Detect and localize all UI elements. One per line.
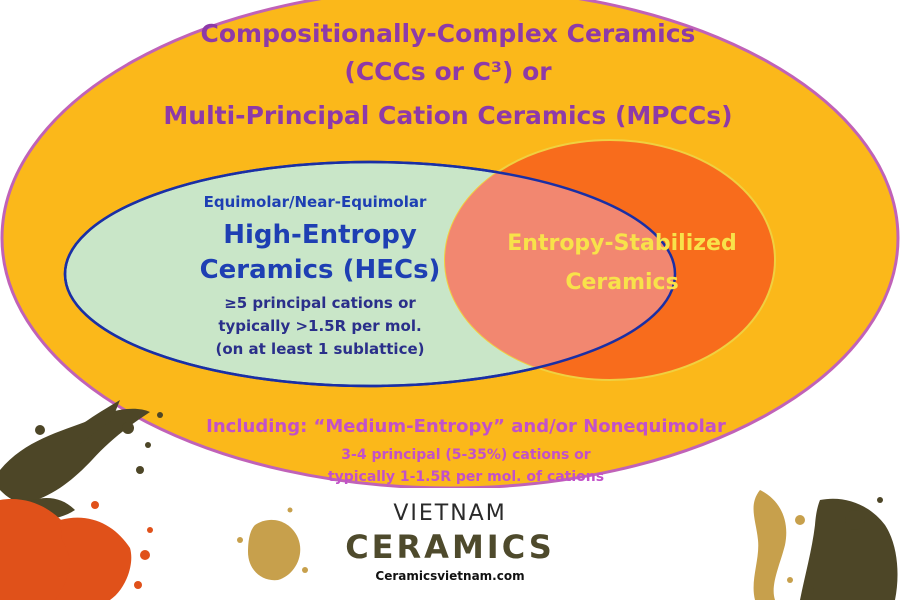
outer-title-line3: Multi-Principal Cation Ceramics (MPCCs): [163, 101, 732, 130]
paint-splash-left: [0, 400, 163, 600]
brand-logo: VIETNAM CERAMICS Ceramicsvietnam.com: [300, 500, 600, 590]
hec-subtitle: Equimolar/Near-Equimolar: [204, 193, 427, 211]
hec-outline: [63, 160, 677, 388]
esc-label-line1: Entropy-Stabilized: [507, 231, 736, 256]
including-line1: Including: “Medium-Entropy” and/or Noneq…: [206, 416, 726, 437]
hec-condition-line3: (on at least 1 sublattice): [215, 340, 424, 358]
including-line2: 3-4 principal (5-35%) cations or: [341, 447, 590, 463]
paint-splash-center: [237, 507, 308, 581]
paint-splash-right: [753, 490, 898, 600]
brand-main-word: CERAMICS: [345, 528, 555, 566]
hec-title-line1: High-Entropy: [223, 220, 417, 250]
hec-title-line2: Ceramics (HECs): [200, 255, 441, 285]
overlap-region: [445, 162, 675, 380]
outer-title-line1: Compositionally-Complex Ceramics: [201, 19, 696, 48]
hec-condition-line2: typically >1.5R per mol.: [218, 317, 421, 335]
hec-condition-line1: ≥5 principal cations or: [224, 294, 416, 312]
brand-band: [0, 488, 900, 600]
including-line3: typically 1-1.5R per mol. of cations: [328, 469, 604, 485]
brand-url: Ceramicsvietnam.com: [375, 569, 525, 583]
esc-label-line2: Ceramics: [565, 270, 678, 295]
outer-title-line2: (CCCs or C³) or: [344, 57, 552, 86]
brand-top-word: VIETNAM: [393, 501, 507, 526]
